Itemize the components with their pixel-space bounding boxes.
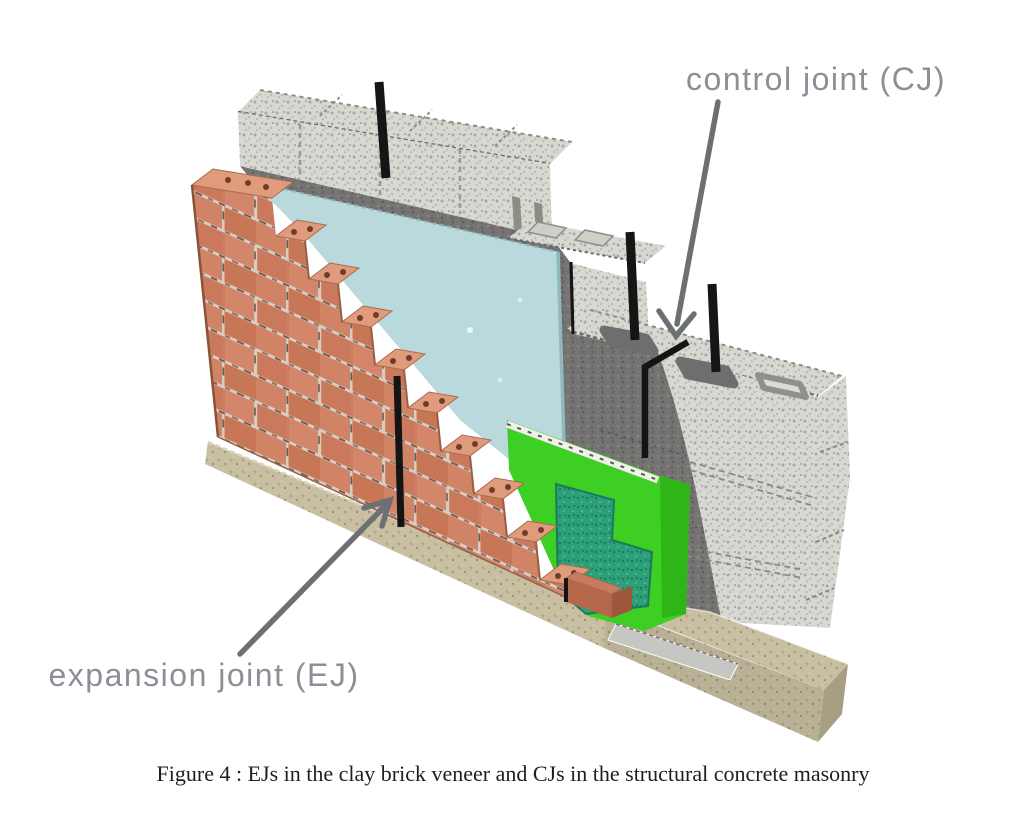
- flashing-side-facet: [660, 476, 690, 618]
- figure-caption: Figure 4 : EJs in the clay brick veneer …: [157, 761, 870, 786]
- cmu-top-course-face: [238, 112, 552, 238]
- foundation-front-face: [205, 442, 824, 742]
- expansion-joint: [393, 375, 405, 528]
- sheathing-fleck: [497, 377, 503, 383]
- brick-front-face: [192, 185, 572, 600]
- step-riser-shadows: [304, 240, 541, 581]
- corner-return-brick: [564, 571, 632, 618]
- brick-veneer-wall: [190, 168, 632, 618]
- drainage-mat-dashes: [615, 623, 739, 665]
- drainage-strip: [607, 623, 739, 681]
- bed-joint-trace: [599, 429, 687, 457]
- sheathing-fleck: [517, 297, 523, 303]
- cmu-top-face: [238, 90, 572, 164]
- foundation-end-face: [818, 664, 848, 742]
- cut-core-slot: [512, 196, 522, 232]
- sheathing-fleck: [467, 327, 473, 333]
- control-joint-line: [569, 261, 690, 458]
- brick-step-tops: [190, 168, 592, 586]
- cmu-end-face: [798, 376, 850, 628]
- joint-reinforcement-wire: [685, 547, 827, 583]
- block-dividers: [319, 94, 518, 147]
- mortar-dashes: [507, 237, 646, 264]
- expansion-joint-line: [393, 375, 405, 528]
- open-core: [526, 221, 568, 239]
- brick-wall-bottom-edge: [217, 436, 573, 601]
- expansion-joint-arrow-icon: [237, 495, 395, 657]
- rebar: [374, 81, 391, 179]
- control-joint-upper-trace: [569, 261, 575, 335]
- reinforcing-bars: [374, 81, 721, 373]
- rebar: [707, 283, 721, 373]
- rebar: [625, 231, 640, 341]
- end-face-joints: [805, 441, 849, 601]
- expansion-joint-label: expansion joint (EJ): [48, 657, 359, 693]
- open-cell: [755, 372, 809, 400]
- control-joint: [641, 339, 690, 458]
- brick-wall-left-edge: [190, 184, 220, 438]
- mortar-dashes: [237, 110, 551, 166]
- control-joint-arrow-icon: [656, 99, 721, 341]
- control-joint-label: control joint (CJ): [686, 61, 946, 97]
- grouted-cell: [675, 356, 739, 389]
- open-core: [573, 229, 615, 247]
- termination-bar-dashes: [506, 423, 659, 481]
- cmu-cut-sweep-face: [658, 352, 818, 626]
